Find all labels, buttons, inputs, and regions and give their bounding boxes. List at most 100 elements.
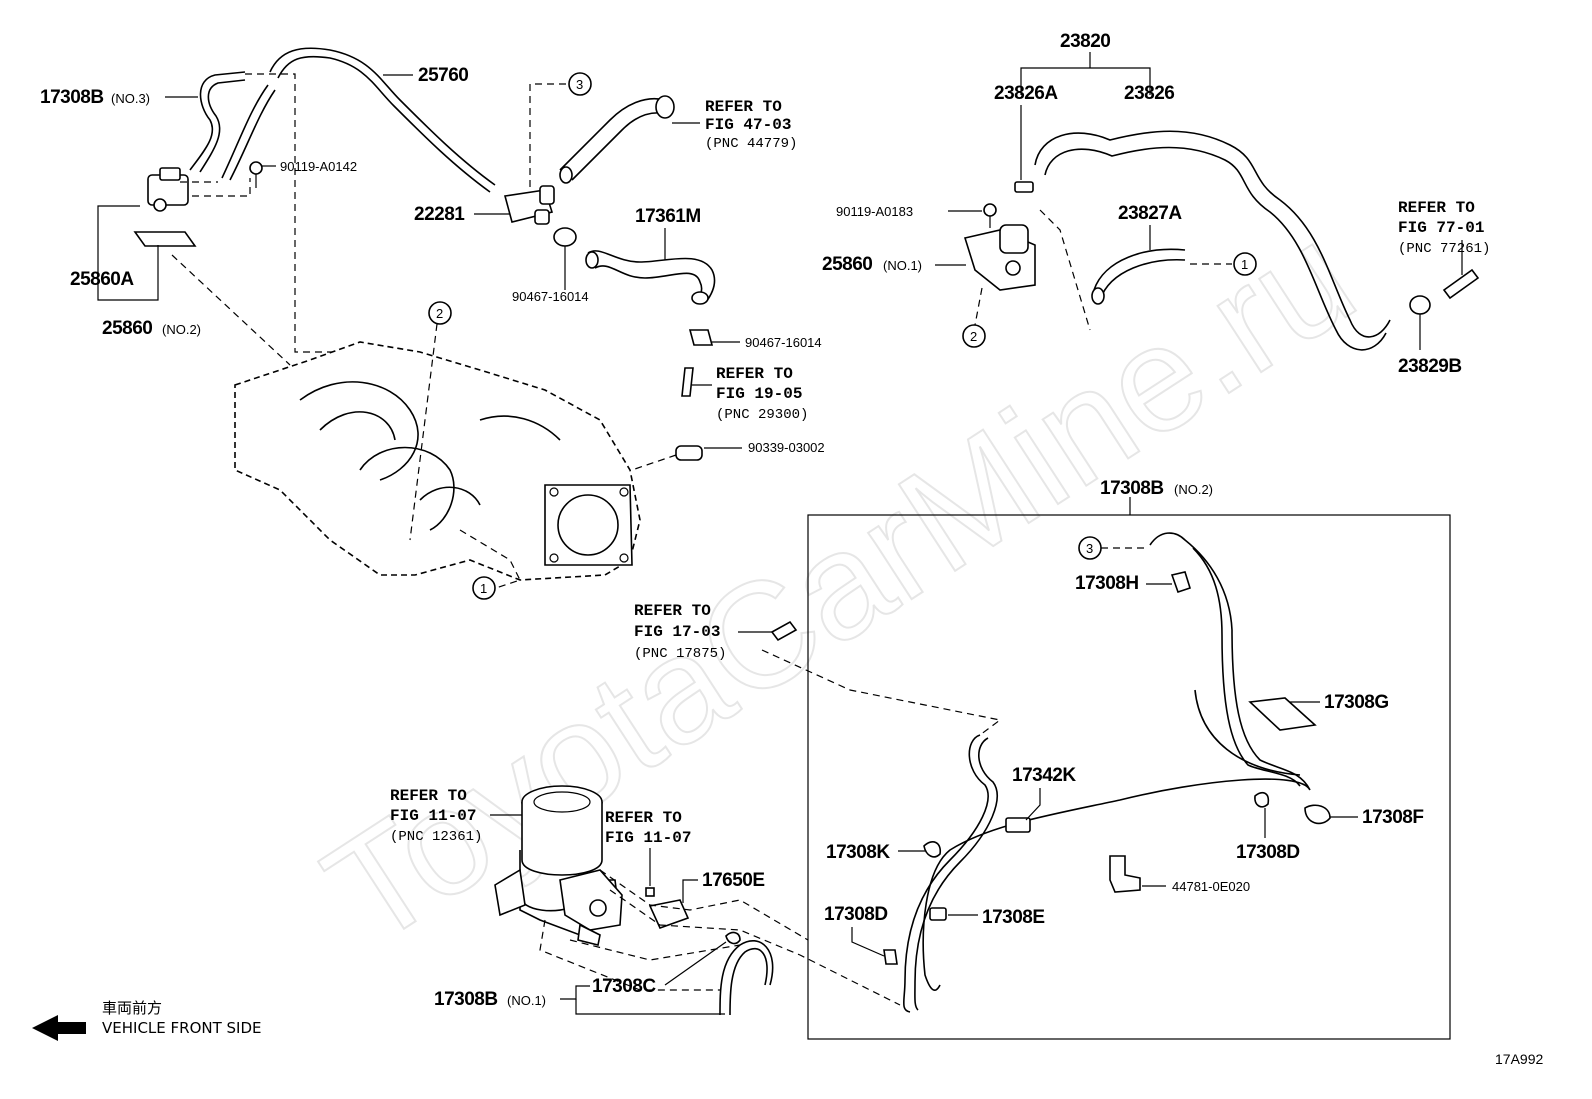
label-17342k: 17342K	[1012, 765, 1076, 786]
ref-11-07b-l1: REFER TO	[605, 809, 682, 827]
clamp-90467-16014-b	[688, 329, 714, 346]
label-17308g: 17308G	[1324, 692, 1389, 713]
clip-17308k	[923, 841, 942, 858]
ref-17-03-l2: FIG 17-03	[634, 623, 720, 641]
ref-19-05-l3: (PNC 29300)	[716, 407, 808, 423]
label-90339-03002: 90339-03002	[748, 440, 825, 455]
front-label-jp: 車両前方	[102, 999, 162, 1017]
ref-17-03-l1: REFER TO	[634, 602, 711, 620]
clip-17308f	[1304, 804, 1331, 825]
clamp-90467-16014-a	[553, 227, 577, 247]
front-arrow-icon	[32, 1015, 86, 1041]
vsv-25860-no2-assembly	[133, 47, 496, 366]
label-23826a: 23826A	[994, 83, 1058, 104]
label-17308k: 17308K	[826, 842, 890, 863]
label-90119-a0183: 90119-A0183	[836, 204, 913, 219]
svg-text:1: 1	[1241, 257, 1248, 272]
clip-23826a	[1014, 181, 1034, 193]
label-90467-16014-a: 90467-16014	[512, 289, 589, 304]
svg-text:2: 2	[970, 329, 977, 344]
clip-17308h	[1170, 571, 1191, 594]
clip-17308d-right	[1254, 791, 1270, 808]
callout-1-left	[472, 576, 496, 600]
clamp-23829b	[1409, 295, 1431, 315]
plug-90339-03002	[675, 445, 703, 461]
ref-77-01-l2: FIG 77-01	[1398, 219, 1484, 237]
hose-23820-assembly	[963, 52, 1480, 351]
intake-manifold	[234, 341, 641, 591]
ref-77-01-l1: REFER TO	[1398, 199, 1475, 217]
label-23820: 23820	[1060, 31, 1110, 52]
label-17308b-no3-qualifier: (NO.3)	[111, 91, 150, 106]
hose-25760	[269, 47, 496, 186]
union-ref-17-03	[738, 620, 798, 642]
clip-17342k	[1005, 817, 1031, 833]
label-17308b-no2: 17308B	[1100, 478, 1164, 499]
clip-17308d-left	[883, 949, 898, 965]
svg-text:2: 2	[436, 306, 443, 321]
label-17308b-no1: 17308B	[434, 989, 498, 1010]
hose-group-17308b-no2-box	[807, 514, 1451, 1040]
ref-11-07a-l3: (PNC 12361)	[390, 829, 482, 845]
label-25860-no1: 25860	[822, 254, 872, 275]
label-17308c: 17308C	[592, 976, 656, 997]
ref-19-05-l2: FIG 19-05	[716, 385, 802, 403]
vsv-17650e	[648, 899, 690, 930]
bolt-90119-a0183	[983, 203, 997, 228]
label-17308b-no3: 17308B	[40, 87, 104, 108]
ref-77-01-l3: (PNC 77261)	[1398, 241, 1490, 257]
label-90119-a0142: 90119-A0142	[280, 159, 357, 174]
ref-47-03-l1: REFER TO	[705, 98, 782, 116]
hose-ref-19-05	[681, 367, 694, 397]
label-17650e: 17650E	[702, 870, 765, 891]
label-17308e: 17308E	[982, 907, 1045, 928]
vacuum-hose-routing	[883, 532, 1331, 1013]
label-17361m: 17361M	[635, 206, 701, 227]
ref-47-03-l3: (PNC 44779)	[705, 136, 797, 152]
ref-17-03-l3: (PNC 17875)	[634, 646, 726, 662]
label-22281: 22281	[414, 204, 465, 225]
label-25860-no1-qualifier: (NO.1)	[883, 258, 922, 273]
fitting-22281-assembly	[503, 83, 716, 471]
ref-11-07a-l1: REFER TO	[390, 787, 467, 805]
callout-1-right	[1233, 252, 1257, 276]
vehicle-front-indicator: 車両前方 VEHICLE FRONT SIDE	[32, 999, 262, 1041]
ref-11-07a-l2: FIG 11-07	[390, 807, 476, 825]
label-25860-no2: 25860	[102, 318, 152, 339]
bracket-25860a	[133, 231, 197, 247]
hose-23826	[1034, 130, 1391, 338]
label-90467-16014-b: 90467-16014	[745, 335, 822, 350]
callout-2-left	[428, 301, 452, 325]
hose-17361m	[587, 250, 716, 303]
ref-11-07b-l2: FIG 11-07	[605, 829, 691, 847]
label-17308d-left: 17308D	[824, 904, 888, 925]
callout-2-right	[962, 324, 986, 348]
label-44781-0e020: 44781-0E020	[1172, 879, 1250, 894]
figure-code: 17A992	[1495, 1051, 1543, 1067]
ref-47-03-l2: FIG 47-03	[705, 116, 791, 134]
clip-17308c	[725, 931, 741, 945]
fitting-ref-11-07	[645, 887, 655, 897]
label-23826: 23826	[1124, 83, 1174, 104]
label-23827a: 23827A	[1118, 203, 1182, 224]
front-label-en: VEHICLE FRONT SIDE	[102, 1019, 262, 1037]
svg-text:3: 3	[1086, 541, 1093, 556]
label-25760: 25760	[418, 65, 468, 86]
label-23829b: 23829B	[1398, 356, 1462, 377]
label-17308h: 17308H	[1075, 573, 1139, 594]
clip-17308g	[1248, 697, 1317, 731]
hose-ref-47-03	[559, 97, 666, 171]
pipe-ref-77-01	[1442, 268, 1480, 300]
bolt-90119-a0142	[249, 161, 263, 188]
label-17308b-no2-qualifier: (NO.2)	[1174, 482, 1213, 497]
label-17308d-right: 17308D	[1236, 842, 1300, 863]
label-25860a: 25860A	[70, 269, 134, 290]
svg-text:3: 3	[576, 77, 583, 92]
bracket-44781-0e020	[1109, 855, 1141, 893]
label-17308f: 17308F	[1362, 807, 1423, 828]
ref-19-05-l1: REFER TO	[716, 365, 793, 383]
clip-17308e	[929, 907, 947, 921]
svg-text:1: 1	[480, 581, 487, 596]
label-25860-no2-qualifier: (NO.2)	[162, 322, 201, 337]
